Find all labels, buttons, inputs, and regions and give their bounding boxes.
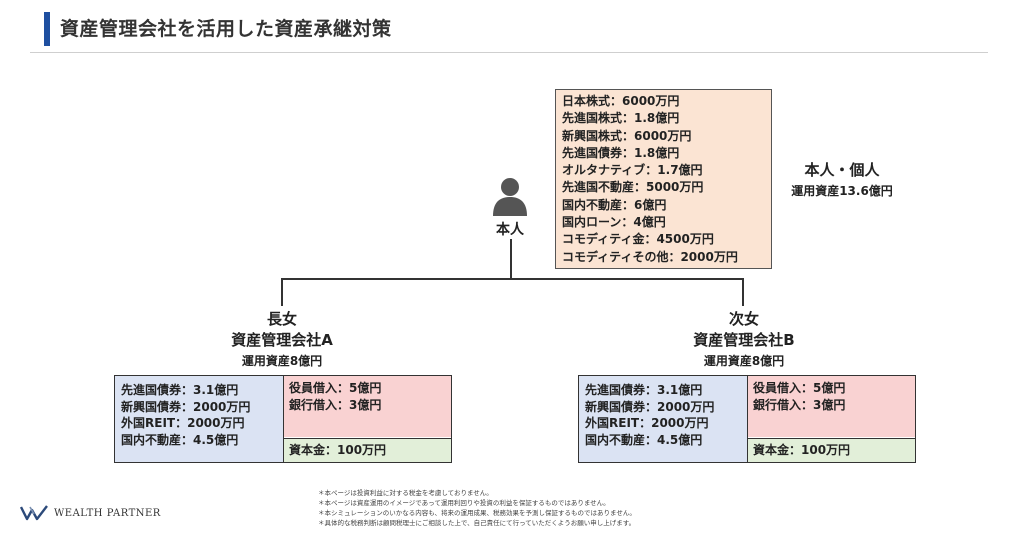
owner-asset-item: 新興国株式：6000万円 xyxy=(562,128,692,143)
owner-asset-item: オルタナティブ：1.7億円 xyxy=(562,163,703,178)
company-a-relation: 長女 xyxy=(266,310,297,328)
owner-aum: 運用資産13.6億円 xyxy=(791,184,893,198)
equity-item: 資本金：100万円 xyxy=(753,443,851,457)
company-b-balance-sheet: 先進国債券：3.1億円 新興国債券：2000万円 外国REIT：2000万円 国… xyxy=(578,375,916,463)
logo-text: WEALTH PARTNER xyxy=(54,508,161,519)
asset-item: 外国REIT：2000万円 xyxy=(121,416,245,431)
connector-vertical-left xyxy=(281,278,283,306)
liability-item: 役員借入：5億円 xyxy=(289,381,382,395)
company-b-relation: 次女 xyxy=(728,310,759,328)
owner-asset-item: 先進国債券：1.8億円 xyxy=(562,145,680,160)
liability-item: 銀行借入：3億円 xyxy=(753,397,846,412)
company-a-balance-sheet: 先進国債券：3.1億円 新興国債券：2000万円 外国REIT：2000万円 国… xyxy=(114,375,452,463)
owner-asset-item: コモディティその他：2000万円 xyxy=(562,249,738,264)
liability-item: 銀行借入：3億円 xyxy=(289,397,382,412)
disclaimer-note: ＊本シミュレーションのいかなる内容も、将来の運用成果、税務効果を予測し保証するも… xyxy=(318,509,636,517)
owner-asset-item: 国内ローン：4億円 xyxy=(562,215,666,230)
disclaimer-note: ＊本ページは資産運用のイメージであって運用利回りや投資の利益を保証するものではあ… xyxy=(318,499,610,507)
owner-asset-list: 日本株式：6000万円 先進国株式：1.8億円 新興国株式：6000万円 先進国… xyxy=(555,89,772,269)
title-divider xyxy=(30,52,988,53)
company-a-aum: 運用資産8億円 xyxy=(241,354,323,368)
page-title: 資産管理会社を活用した資産承継対策 xyxy=(60,18,392,40)
owner-asset-item: 日本株式：6000万円 xyxy=(562,94,680,108)
company-a-assets: 先進国債券：3.1億円 新興国債券：2000万円 外国REIT：2000万円 国… xyxy=(115,376,284,462)
company-a-liabilities: 役員借入：5億円 銀行借入：3億円 xyxy=(284,376,451,437)
company-b-aum: 運用資産8億円 xyxy=(703,354,785,368)
owner-asset-item: 先進国株式：1.8億円 xyxy=(562,111,680,126)
disclaimer-note: ＊具体的な税務判断は顧問税理士にご相談した上で、自己責任にて行っていただくようお… xyxy=(318,519,636,527)
asset-item: 国内不動産：4.5億円 xyxy=(585,432,703,447)
asset-item: 新興国債券：2000万円 xyxy=(121,399,251,414)
owner-label: 本人 xyxy=(496,222,524,238)
asset-item: 国内不動産：4.5億円 xyxy=(121,432,239,447)
owner-asset-item: 国内不動産：6億円 xyxy=(562,197,667,212)
asset-item: 先進国債券：3.1億円 xyxy=(121,383,239,397)
company-b-equity: 資本金：100万円 xyxy=(748,438,915,462)
asset-item: 外国REIT：2000万円 xyxy=(585,416,709,431)
asset-item: 先進国債券：3.1億円 xyxy=(585,383,703,397)
title-accent-bar xyxy=(44,12,50,46)
company-a-name: 資産管理会社A xyxy=(231,331,333,349)
disclaimer-notes: ＊本ページは投資利益に対する税金を考慮しておりません。 ＊本ページは資産運用のイ… xyxy=(318,488,778,528)
liability-item: 役員借入：5億円 xyxy=(753,381,846,395)
owner-asset-item: 先進国不動産：5000万円 xyxy=(562,180,704,195)
wealth-partner-logo-icon xyxy=(20,505,48,521)
company-b-assets: 先進国債券：3.1億円 新興国債券：2000万円 外国REIT：2000万円 国… xyxy=(579,376,748,462)
connector-horizontal xyxy=(281,278,743,280)
person-icon xyxy=(493,178,527,216)
owner-title: 本人・個人 xyxy=(804,161,880,179)
equity-item: 資本金：100万円 xyxy=(289,443,387,457)
company-b-name: 資産管理会社B xyxy=(693,331,795,349)
company-a-equity: 資本金：100万円 xyxy=(284,438,451,462)
connector-vertical-right xyxy=(742,278,744,306)
company-b-liabilities: 役員借入：5億円 銀行借入：3億円 xyxy=(748,376,915,437)
asset-item: 新興国債券：2000万円 xyxy=(585,399,715,414)
connector-vertical-owner xyxy=(510,239,512,279)
disclaimer-note: ＊本ページは投資利益に対する税金を考慮しておりません。 xyxy=(318,489,493,497)
owner-asset-item: コモディティ金：4500万円 xyxy=(562,232,714,247)
